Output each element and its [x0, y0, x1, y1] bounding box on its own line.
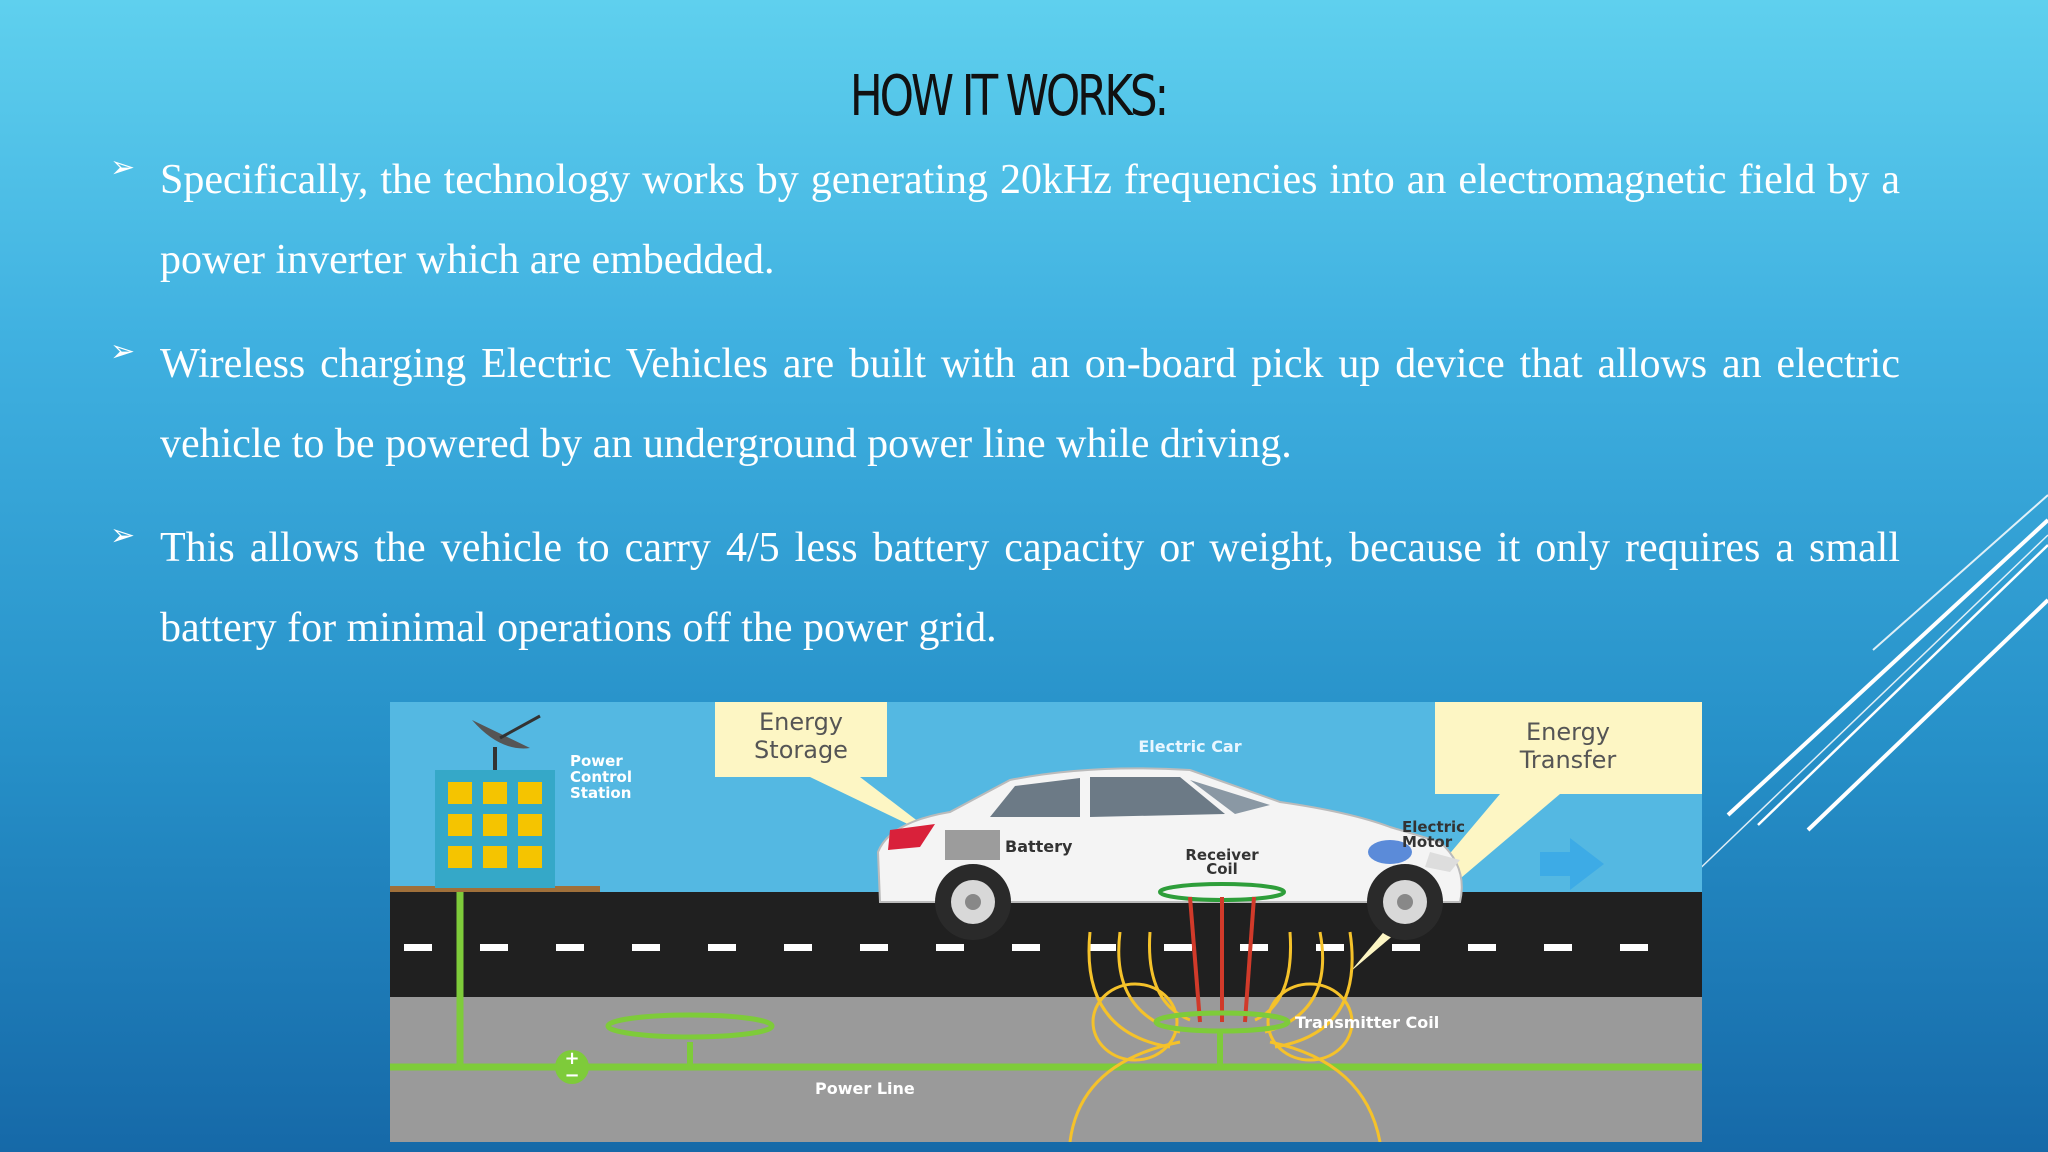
bullet-text: This allows the vehicle to carry 4/5 les…	[160, 525, 1900, 651]
transmitter-coil-label: Transmitter Coil	[1295, 1013, 1439, 1032]
receiver-coil-label-2: Coil	[1206, 860, 1238, 878]
decorative-lines	[1688, 494, 2048, 881]
power-control-label-1: Power	[570, 752, 623, 770]
electric-motor-label-1: Electric	[1402, 818, 1465, 836]
power-line-label: Power Line	[815, 1079, 915, 1098]
bullet-text: Specifically, the technology works by ge…	[160, 157, 1900, 283]
arrow-bullet-icon: ➢	[110, 150, 136, 185]
slide-title: HOW IT WORKS:	[849, 64, 1169, 129]
receiver-coil-label-1: Receiver	[1185, 846, 1259, 864]
bullet-item: ➢ This allows the vehicle to carry 4/5 l…	[110, 508, 1900, 668]
energy-storage-label-2: Storage	[754, 736, 848, 764]
electric-motor-label-2: Motor	[1402, 833, 1453, 851]
energy-transfer-label-2: Transfer	[1519, 746, 1617, 774]
battery-label: Battery	[1005, 837, 1073, 856]
plus-label: +	[564, 1048, 579, 1069]
bullet-list: ➢ Specifically, the technology works by …	[110, 140, 1900, 692]
wireless-charging-illustration: + − Power Control Station Energy Storage	[390, 702, 1702, 1142]
power-control-label-2: Control	[570, 768, 632, 786]
arrow-bullet-icon: ➢	[110, 334, 136, 369]
energy-storage-label-1: Energy	[759, 708, 843, 736]
energy-transfer-label-1: Energy	[1526, 718, 1610, 746]
bullet-item: ➢ Specifically, the technology works by …	[110, 140, 1900, 300]
arrow-bullet-icon: ➢	[110, 518, 136, 553]
minus-label: −	[564, 1065, 579, 1086]
bullet-text: Wireless charging Electric Vehicles are …	[160, 341, 1900, 467]
bullet-item: ➢ Wireless charging Electric Vehicles ar…	[110, 324, 1900, 484]
power-control-label-3: Station	[570, 784, 631, 802]
electric-car-label: Electric Car	[1138, 737, 1241, 756]
